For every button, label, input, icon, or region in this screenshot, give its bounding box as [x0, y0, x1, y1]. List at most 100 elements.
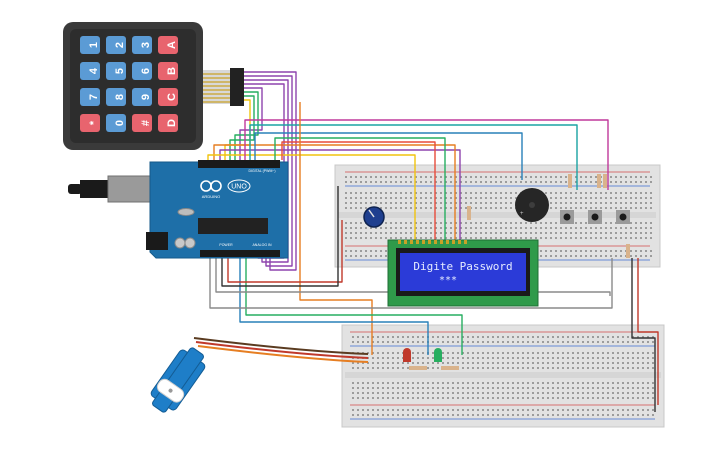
breadboard-hole	[405, 197, 407, 199]
push-button-1[interactable]	[563, 213, 571, 221]
breadboard-hole	[422, 357, 424, 359]
breadboard-hole	[582, 352, 584, 354]
breadboard-hole	[637, 392, 639, 394]
key-8[interactable]	[106, 88, 126, 106]
breadboard-hole	[442, 382, 444, 384]
breadboard-hole	[382, 392, 384, 394]
breadboard-hole	[477, 362, 479, 364]
key-1[interactable]	[80, 36, 100, 54]
potentiometer[interactable]	[363, 206, 385, 228]
breadboard-hole	[365, 192, 367, 194]
breadboard-hole	[507, 392, 509, 394]
push-button-2[interactable]	[591, 213, 599, 221]
key-2[interactable]	[106, 36, 126, 54]
breadboard-hole	[630, 232, 632, 234]
key-d[interactable]	[158, 114, 178, 132]
breadboard-hole	[382, 387, 384, 389]
breadboard-hole	[425, 207, 427, 209]
breadboard-hole	[580, 202, 582, 204]
breadboard-hole	[407, 387, 409, 389]
key-0[interactable]	[106, 114, 126, 132]
keypad-keys[interactable]	[80, 36, 178, 132]
breadboard-hole	[537, 341, 539, 343]
breadboard-hole	[460, 176, 462, 178]
membrane-keypad[interactable]: 1 4 7 * 2 5 8 0 3 6 9 # A B C D	[63, 22, 244, 150]
breadboard-hole	[497, 352, 499, 354]
breadboard-hole	[450, 227, 452, 229]
breadboard-hole	[397, 392, 399, 394]
breadboard-hole	[595, 197, 597, 199]
breadboard-hole	[637, 397, 639, 399]
breadboard-hole	[467, 341, 469, 343]
breadboard-hole	[555, 181, 557, 183]
breadboard-hole	[465, 237, 467, 239]
key-6[interactable]	[132, 62, 152, 80]
breadboard-hole	[502, 341, 504, 343]
breadboard-hole	[507, 414, 509, 416]
breadboard-hole	[557, 336, 559, 338]
breadboard-hole	[410, 232, 412, 234]
breadboard-hole	[560, 197, 562, 199]
leds[interactable]	[403, 348, 459, 370]
breadboard-hole	[467, 387, 469, 389]
led-red[interactable]	[403, 348, 411, 362]
breadboard-hole	[482, 357, 484, 359]
key-4[interactable]	[80, 62, 100, 80]
servo-motor[interactable]	[146, 343, 211, 418]
led-green[interactable]	[434, 348, 442, 362]
breadboard-bottom[interactable]	[341, 324, 665, 428]
breadboard-hole	[410, 181, 412, 183]
key-a[interactable]	[158, 36, 178, 54]
breadboard-hole	[555, 237, 557, 239]
breadboard-hole	[632, 352, 634, 354]
breadboard-hole	[472, 341, 474, 343]
push-button-3[interactable]	[619, 213, 627, 221]
piezo-buzzer[interactable]: +	[515, 188, 549, 222]
breadboard-hole	[632, 414, 634, 416]
lcd-16x2[interactable]: Digite Password ***	[387, 239, 539, 307]
key-7[interactable]	[80, 88, 100, 106]
breadboard-hole	[447, 362, 449, 364]
breadboard-hole	[462, 387, 464, 389]
breadboard-hole	[477, 357, 479, 359]
breadboard-hole	[650, 176, 652, 178]
breadboard-hole	[365, 255, 367, 257]
breadboard-hole	[400, 237, 402, 239]
breadboard-hole	[632, 341, 634, 343]
breadboard-hole	[615, 197, 617, 199]
breadboard-hole	[442, 357, 444, 359]
breadboard-hole	[392, 392, 394, 394]
breadboard-hole	[425, 232, 427, 234]
breadboard-hole	[575, 192, 577, 194]
breadboard-hole	[390, 207, 392, 209]
breadboard-hole	[550, 255, 552, 257]
key-hash[interactable]	[132, 114, 152, 132]
key-c[interactable]	[158, 88, 178, 106]
breadboard-hole	[407, 336, 409, 338]
breadboard-hole	[365, 207, 367, 209]
breadboard-hole	[540, 255, 542, 257]
breadboard-hole	[652, 382, 654, 384]
resistors-top[interactable]	[467, 174, 630, 258]
push-buttons[interactable]	[560, 210, 630, 224]
breadboard-hole	[645, 207, 647, 209]
key-b[interactable]	[158, 62, 178, 80]
breadboard-hole	[585, 250, 587, 252]
breadboard-hole	[645, 227, 647, 229]
key-3[interactable]	[132, 36, 152, 54]
breadboard-hole	[395, 237, 397, 239]
breadboard-hole	[487, 357, 489, 359]
breadboard-hole	[392, 336, 394, 338]
key-9[interactable]	[132, 88, 152, 106]
breadboard-hole	[602, 341, 604, 343]
key-star[interactable]	[80, 114, 100, 132]
breadboard-hole	[375, 181, 377, 183]
breadboard-hole	[592, 367, 594, 369]
breadboard-hole	[432, 414, 434, 416]
breadboard-hole	[385, 202, 387, 204]
breadboard-hole	[385, 207, 387, 209]
arduino-uno[interactable]: UNO ARDUINO DIGITAL (PWM~) POWER ANALOG …	[68, 160, 289, 259]
breadboard-hole	[577, 409, 579, 411]
breadboard-hole	[350, 197, 352, 199]
key-5[interactable]	[106, 62, 126, 80]
